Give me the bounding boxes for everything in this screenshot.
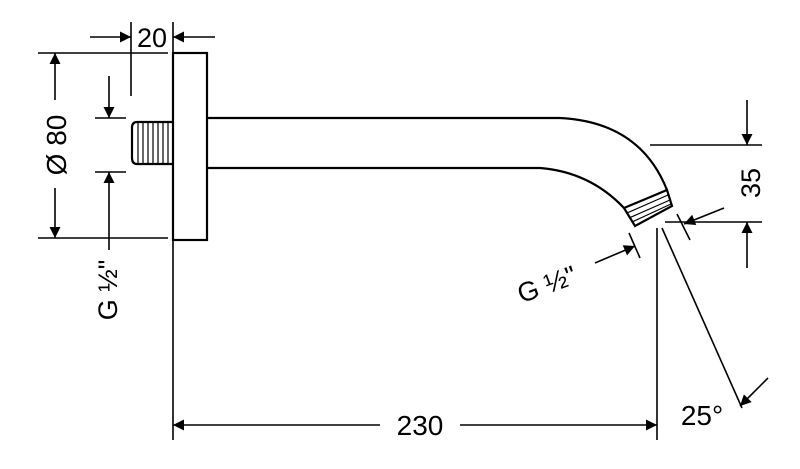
flange-depth-label: 20	[137, 23, 167, 53]
outlet-thread-label: G ½"	[513, 260, 580, 309]
arm-tube	[207, 116, 669, 209]
wall-flange	[171, 51, 209, 242]
outlet-thread-ribs	[626, 194, 672, 223]
drop-label: 35	[736, 168, 766, 198]
dimension-angle: 25°	[661, 227, 769, 431]
dimension-flange-depth: 20	[90, 22, 215, 96]
inlet-thread-ribs	[137, 123, 169, 163]
angle-label: 25°	[681, 400, 723, 431]
inlet-thread-label: G ½"	[93, 260, 123, 321]
inlet-thread	[130, 120, 173, 166]
dimension-outlet-thread: G ½"	[513, 207, 725, 309]
dimension-inlet-thread: G ½"	[93, 76, 126, 320]
outlet-thread	[622, 188, 674, 228]
length-label: 230	[397, 410, 444, 441]
flange-diameter-label: Ø 80	[41, 115, 72, 176]
dimension-drop: 35	[650, 100, 766, 268]
dimension-flange-diameter: Ø 80	[38, 52, 168, 239]
dimension-length: 230	[172, 228, 658, 441]
shower-arm-body	[130, 51, 674, 242]
